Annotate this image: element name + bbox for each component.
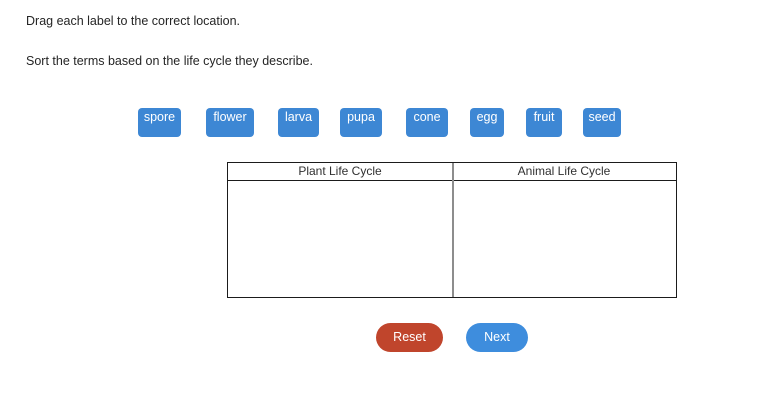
label-chip-larva[interactable]: larva xyxy=(278,108,319,137)
drop-zone-plant[interactable] xyxy=(228,181,452,297)
label-chip-seed[interactable]: seed xyxy=(583,108,621,137)
instruction-line-1: Drag each label to the correct location. xyxy=(26,14,241,28)
label-chip-flower[interactable]: flower xyxy=(206,108,254,137)
column-header-plant: Plant Life Cycle xyxy=(298,164,382,178)
label-chip-fruit[interactable]: fruit xyxy=(526,108,562,137)
column-divider xyxy=(452,163,454,297)
sort-table: Plant Life Cycle Animal Life Cycle xyxy=(227,162,677,298)
drop-zone-animal[interactable] xyxy=(452,181,676,297)
next-button[interactable]: Next xyxy=(466,323,528,352)
instructions-block: Drag each label to the correct location.… xyxy=(26,14,726,69)
label-chip-spore[interactable]: spore xyxy=(138,108,181,137)
label-chip-pupa[interactable]: pupa xyxy=(340,108,382,137)
reset-button[interactable]: Reset xyxy=(376,323,443,352)
label-chip-egg[interactable]: egg xyxy=(470,108,504,137)
column-header-animal: Animal Life Cycle xyxy=(517,164,611,178)
instruction-line-2: Sort the terms based on the life cycle t… xyxy=(26,54,313,68)
label-chip-cone[interactable]: cone xyxy=(406,108,448,137)
